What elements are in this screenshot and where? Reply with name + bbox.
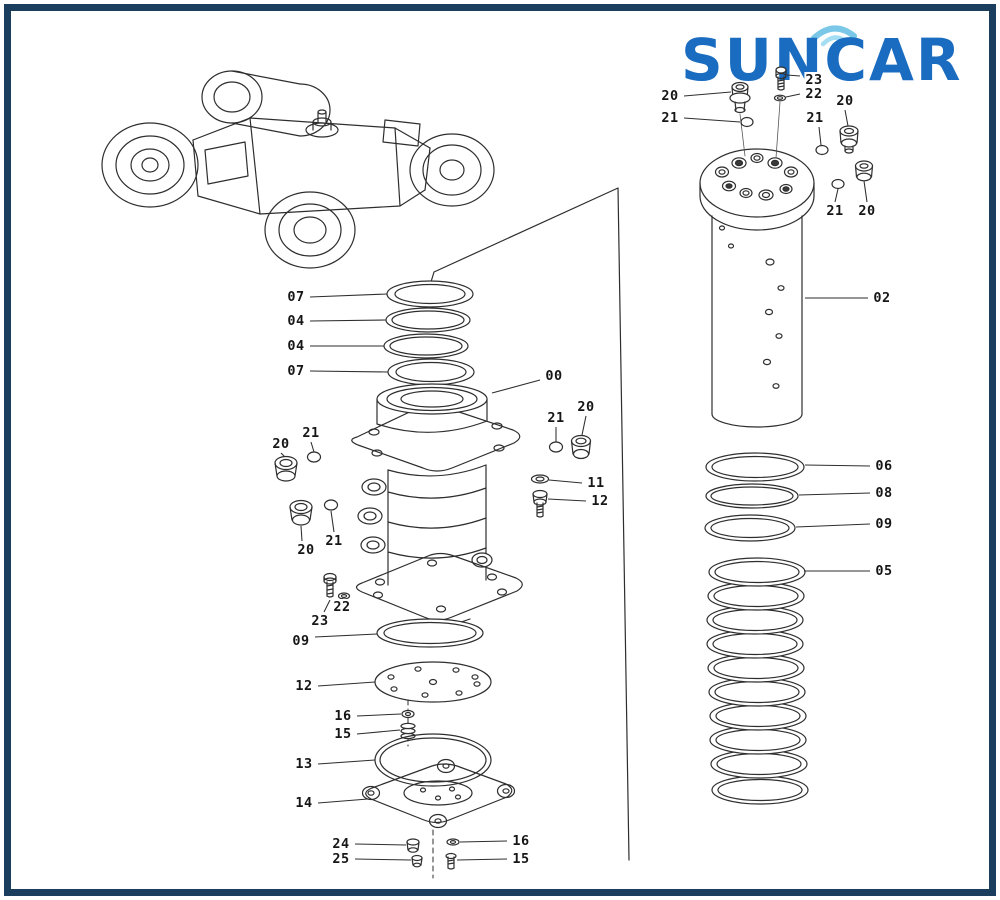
part-label-20: 20 xyxy=(271,436,291,452)
top-orings-drawing xyxy=(383,280,475,386)
part-label-21: 21 xyxy=(324,533,344,549)
part-label-13: 13 xyxy=(294,756,314,772)
part-label-20: 20 xyxy=(660,88,680,104)
part-label-11: 11 xyxy=(586,475,606,491)
part-label-20: 20 xyxy=(296,542,316,558)
left-plugs-drawing xyxy=(274,451,351,600)
seal-stack-drawing xyxy=(704,452,809,805)
part-label-07: 07 xyxy=(286,289,306,305)
part-label-25: 25 xyxy=(331,851,351,867)
part-label-02: 02 xyxy=(872,290,892,306)
part-label-16: 16 xyxy=(333,708,353,724)
part-label-20: 20 xyxy=(576,399,596,415)
part-label-20: 20 xyxy=(857,203,877,219)
part-label-07: 07 xyxy=(286,363,306,379)
part-label-12: 12 xyxy=(294,678,314,694)
undercarriage-sketch xyxy=(101,70,495,269)
part-label-09: 09 xyxy=(291,633,311,649)
part-label-14: 14 xyxy=(294,795,314,811)
part-label-04: 04 xyxy=(286,313,306,329)
part-label-21: 21 xyxy=(546,410,566,426)
part-label-08: 08 xyxy=(874,485,894,501)
part-label-06: 06 xyxy=(874,458,894,474)
part-label-22: 22 xyxy=(804,86,824,102)
signal-arc-icon xyxy=(811,25,857,41)
part-label-12: 12 xyxy=(590,493,610,509)
part-label-00: 00 xyxy=(544,368,564,384)
part-label-05: 05 xyxy=(874,563,894,579)
part-label-16: 16 xyxy=(511,833,531,849)
exploded-axis-line xyxy=(430,187,630,861)
signal-arc-inner-icon xyxy=(820,35,849,47)
swivel-body-drawing xyxy=(351,383,523,627)
leader-lines xyxy=(280,74,871,861)
part-label-20: 20 xyxy=(835,93,855,109)
part-label-23: 23 xyxy=(804,72,824,88)
part-label-21: 21 xyxy=(825,203,845,219)
part-label-04: 04 xyxy=(286,338,306,354)
part-label-15: 15 xyxy=(511,851,531,867)
part-label-22: 22 xyxy=(332,599,352,615)
part-label-15: 15 xyxy=(333,726,353,742)
part-label-09: 09 xyxy=(874,516,894,532)
part-label-21: 21 xyxy=(660,110,680,126)
lower-parts-drawing xyxy=(361,618,516,879)
part-label-21: 21 xyxy=(805,110,825,126)
spool-drawing xyxy=(699,66,874,428)
part-label-21: 21 xyxy=(301,425,321,441)
part-label-24: 24 xyxy=(331,836,351,852)
right-plugs-drawing xyxy=(530,434,592,518)
part-label-23: 23 xyxy=(310,613,330,629)
